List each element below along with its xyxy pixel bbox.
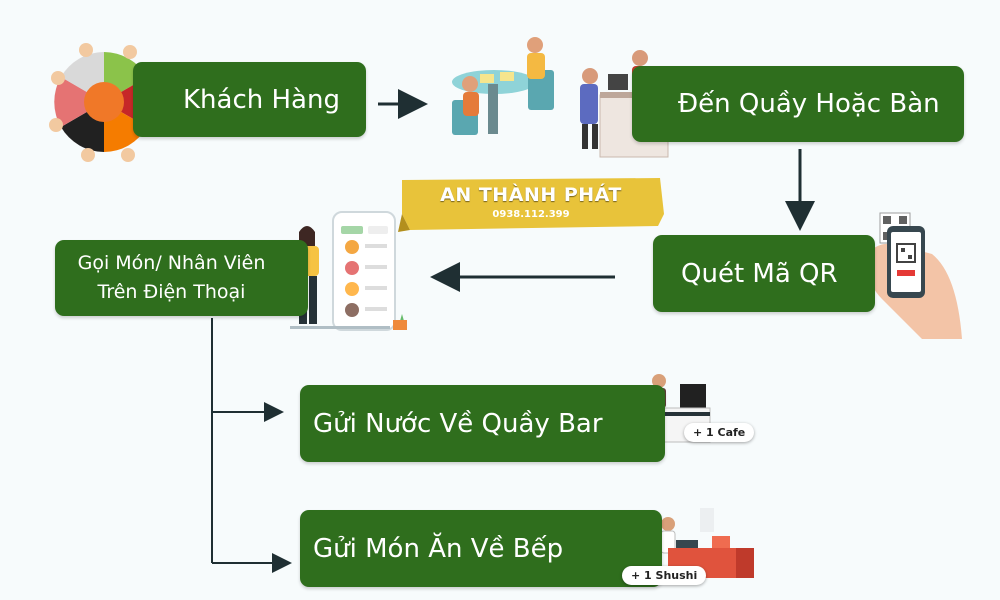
brand-banner-shape: [398, 178, 664, 232]
node-customer: Khách Hàng: [133, 62, 366, 137]
node-order-on-phone: Gọi Món/ Nhân Viên Trên Điện Thoại: [55, 240, 308, 316]
node-send-kitchen-label: Gửi Món Ăn Về Bếp: [313, 533, 564, 564]
table-seating-illustration: [452, 37, 554, 135]
node-send-bar-label: Gửi Nước Về Quầy Bar: [313, 408, 603, 439]
brand-phone: 0938.112.399: [492, 209, 570, 220]
phone-order-illustration: [290, 211, 407, 331]
node-scan-qr-label: Quét Mã QR: [681, 258, 838, 289]
kitchen-order-tag: + 1 Shushi: [622, 566, 707, 585]
qr-scan-illustration: [868, 212, 962, 339]
brand-banner: AN THÀNH PHÁT 0938.112.399: [397, 178, 665, 228]
brand-title: AN THÀNH PHÁT: [440, 184, 622, 206]
node-order-label-line1: Gọi Món/ Nhân Viên: [77, 252, 266, 274]
node-counter-or-table: Đến Quầy Hoặc Bàn: [632, 66, 964, 142]
node-scan-qr: Quét Mã QR: [653, 235, 875, 312]
node-customer-label: Khách Hàng: [183, 84, 340, 115]
node-send-to-bar: Gửi Nước Về Quầy Bar: [300, 385, 665, 462]
node-send-to-kitchen: Gửi Món Ăn Về Bếp: [300, 510, 662, 587]
customer-group-illustration: [49, 43, 154, 162]
bar-order-tag: + 1 Cafe: [684, 423, 755, 442]
node-counter-label: Đến Quầy Hoặc Bàn: [678, 89, 940, 119]
node-order-label-line2: Trên Điện Thoại: [97, 281, 246, 303]
